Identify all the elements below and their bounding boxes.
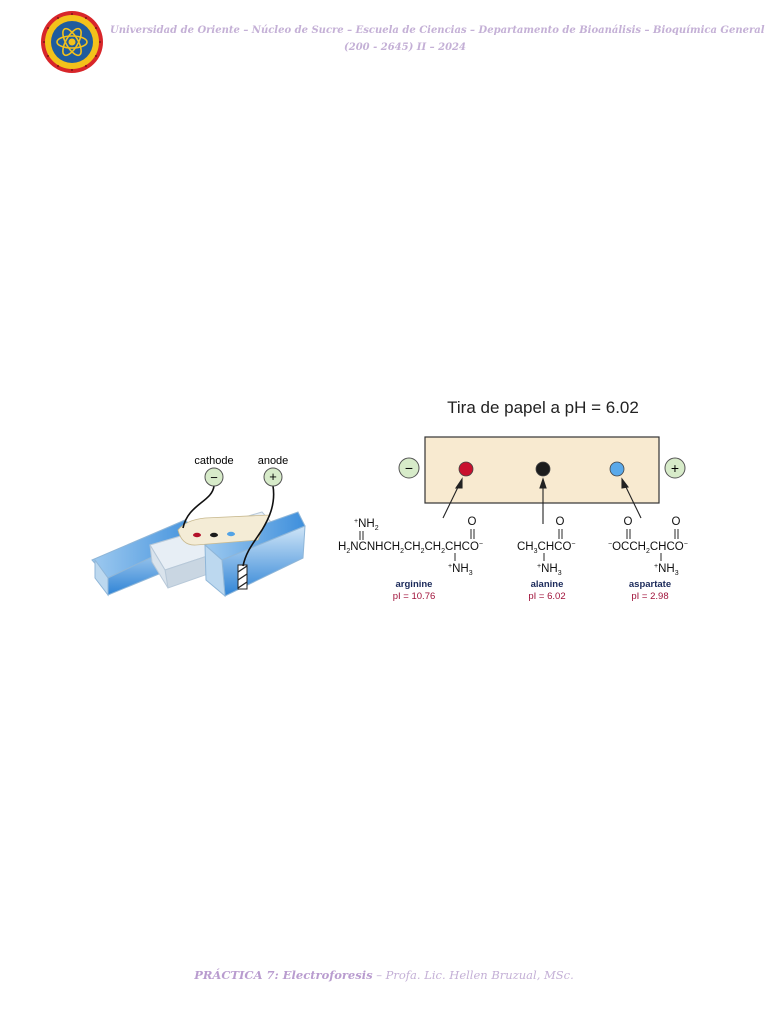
anode-terminal <box>263 467 283 487</box>
arrow-aspartate <box>623 482 642 519</box>
alanine-pi: pI = 6.02 <box>528 591 565 602</box>
alanine-structure: O CH3CHCO− +NH3 <box>517 516 576 577</box>
aspartate-structure: O O −OCCH2CHCO− +NH3 <box>608 516 688 577</box>
arrow-arginine <box>442 482 461 519</box>
svg-text:O: O <box>468 516 477 528</box>
strip-anode-sign: + <box>671 460 679 476</box>
apparatus-illustration: − cathode + anode <box>91 455 306 598</box>
strip-dot-aspartate <box>227 531 235 537</box>
svg-text:H2NCNHCH2CH2CH2CHCO−: H2NCNHCH2CH2CH2CHCO− <box>338 541 483 555</box>
svg-text:+NH3: +NH3 <box>654 563 679 577</box>
dot-arginine <box>458 461 474 477</box>
arginine-structure: +NH2 O H2NCNHCH2CH2CH2CHCO− +NH3 <box>338 516 483 577</box>
alanine-name: alanine <box>531 579 564 590</box>
strip-title: Tira de papel a pH = 6.02 <box>447 398 639 417</box>
header-course-code: (200 - 2645) II – 2024 <box>344 42 466 53</box>
strip-cathode-terminal <box>398 457 420 479</box>
university-logo <box>41 11 103 73</box>
cathode-sign: − <box>210 470 218 485</box>
svg-text:CH3CHCO−: CH3CHCO− <box>517 541 576 555</box>
strip-diagram: Tira de papel a pH = 6.02 − + +NH2 O H <box>338 398 688 602</box>
strip-cathode-sign: − <box>405 460 413 476</box>
svg-text:O: O <box>672 516 681 528</box>
dot-aspartate <box>609 461 625 477</box>
aspartate-pi: pI = 2.98 <box>631 591 668 602</box>
svg-text:+NH3: +NH3 <box>448 563 473 577</box>
arginine-pi: pI = 10.76 <box>393 591 436 602</box>
cathode-label: cathode <box>194 455 233 467</box>
aspartate-name: aspartate <box>629 579 671 590</box>
arginine-name: arginine <box>396 579 433 590</box>
page-footer: PRÁCTICA 7: Electroforesis – Profa. Lic.… <box>0 968 768 982</box>
cathode-terminal <box>204 467 224 487</box>
page-header: Universidad de Oriente – Núcleo de Sucre… <box>110 22 765 56</box>
svg-text:+NH2: +NH2 <box>354 518 379 532</box>
strip-dot-alanine <box>210 532 218 538</box>
dot-alanine <box>535 461 551 477</box>
anode-label: anode <box>258 455 289 467</box>
cathode-wire <box>182 485 215 529</box>
svg-text:−OCCH2CHCO−: −OCCH2CHCO− <box>608 541 688 555</box>
svg-text:O: O <box>624 516 633 528</box>
footer-author: – Profa. Lic. Hellen Bruzual, MSc. <box>372 968 574 982</box>
svg-text:+NH3: +NH3 <box>537 563 562 577</box>
strip-dot-arginine <box>193 532 201 538</box>
header-institution: Universidad de Oriente – Núcleo de Sucre… <box>110 25 765 36</box>
anode-wire <box>242 485 275 567</box>
svg-text:O: O <box>556 516 565 528</box>
anode-sign: + <box>269 469 277 484</box>
footer-practice-title: PRÁCTICA 7: Electroforesis <box>194 968 373 982</box>
strip-anode-terminal <box>664 457 686 479</box>
